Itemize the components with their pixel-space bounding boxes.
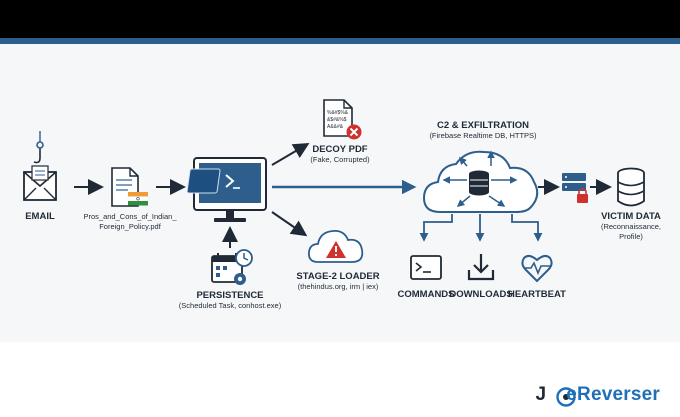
stage2-title: STAGE-2 LOADER: [296, 271, 379, 282]
brand-logo-icon: [556, 387, 576, 407]
corrupted-file-icon: %&#$%& &$#&%$ A&&#&: [323, 99, 362, 140]
decoy-subtitle: (Fake, Corrupted): [310, 155, 370, 164]
arrow-monitor-to-decoy: [271, 142, 310, 166]
brand-part3: Reverser: [577, 384, 660, 405]
commands-label: COMMANDS: [398, 289, 455, 300]
arrow-monitor-to-stage2: [271, 211, 308, 237]
document-filename-line2: Foreign_Policy.pdf: [99, 222, 161, 231]
pdf-file-india-flag-icon: [111, 167, 149, 207]
top-letterbox: [0, 0, 680, 38]
monitor-powershell-icon: [186, 157, 267, 222]
server-lock-icon: [562, 173, 588, 203]
envelope-fishhook-icon: [23, 131, 57, 201]
c2-title: C2 & EXFILTRATION: [437, 120, 529, 131]
arrow-c2-to-heartbeat: [511, 214, 543, 242]
brand-part2: e: [566, 384, 578, 405]
terminal-icon: [410, 255, 442, 280]
decoy-glyph-line3: A&&#&: [327, 124, 344, 130]
decoy-title: DECOY PDF: [312, 144, 367, 155]
victim-title: VICTIM DATA: [601, 211, 661, 222]
persistence-title: PERSISTENCE: [196, 290, 263, 301]
decoy-glyph-line1: %&#$%&: [327, 110, 349, 116]
database-icon: [617, 167, 645, 207]
downloads-label: DOWNLOADS: [449, 289, 512, 300]
persistence-subtitle: (Scheduled Task, conhost.exe): [179, 301, 282, 310]
c2-subtitle: (Firebase Realtime DB, HTTPS): [429, 131, 537, 140]
document-filename-line1: Pros_and_Cons_of_Indian_: [84, 212, 178, 221]
email-label: EMAIL: [25, 211, 55, 222]
heartbeat-label: HEARTBEAT: [508, 289, 566, 300]
download-icon: [467, 254, 495, 281]
decoy-glyph-line2: &$#&%$: [327, 117, 347, 123]
arrow-c2-to-commands: [419, 214, 453, 242]
victim-subtitle-line1: (Reconnaissance,: [601, 222, 661, 231]
calendar-clock-gear-icon: [211, 249, 253, 285]
cloud-database-icon: [422, 150, 539, 213]
stage2-subtitle: (thehindus.org, irm | iex): [298, 282, 379, 291]
brand-part1: J: [535, 384, 547, 405]
header-accent-bar: [0, 38, 680, 44]
heartbeat-icon: [521, 254, 553, 283]
cloud-warning-icon: [308, 230, 364, 263]
victim-subtitle-line2: Profile): [619, 232, 643, 241]
